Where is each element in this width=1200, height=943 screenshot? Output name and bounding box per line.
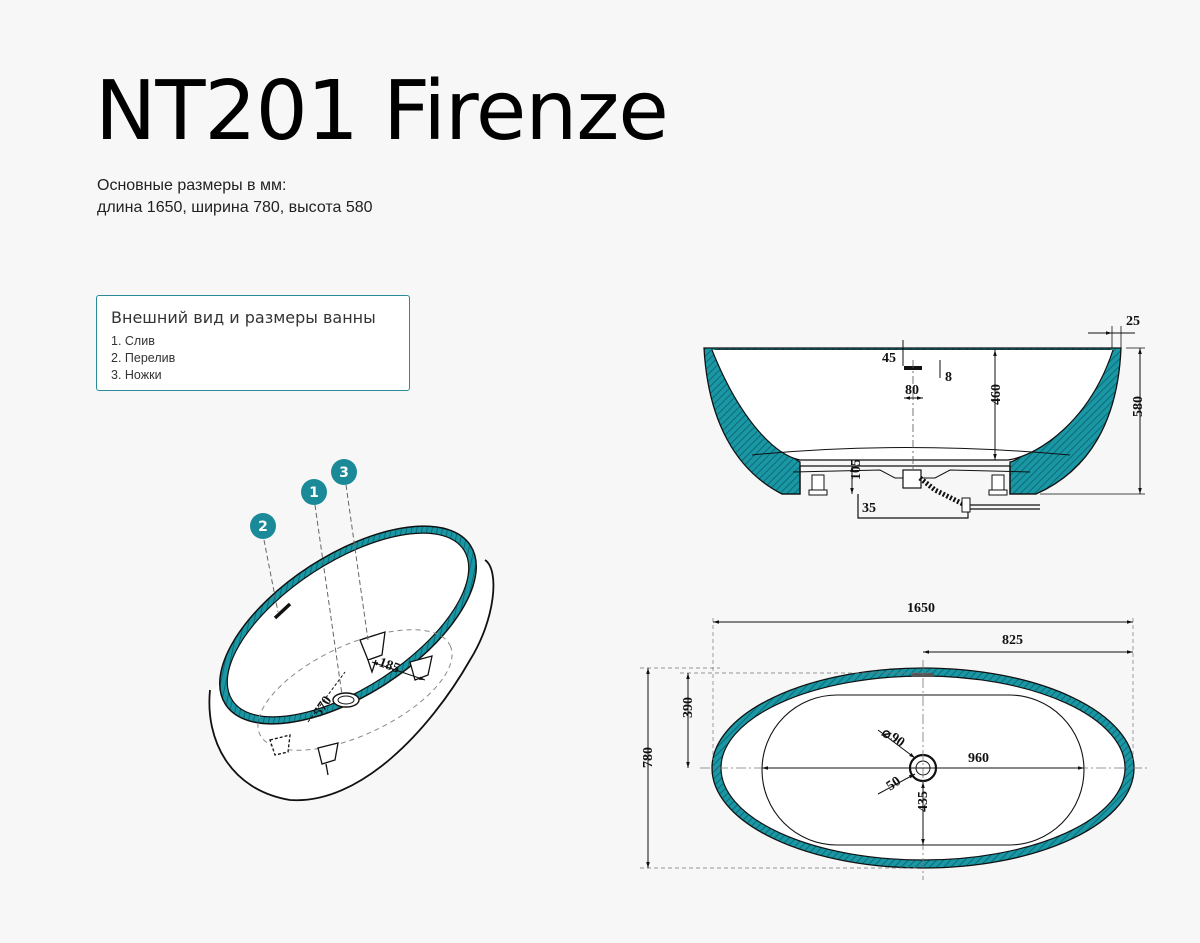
legend-item-overflow: 2. Перелив: [111, 351, 176, 365]
svg-text:2: 2: [258, 519, 268, 535]
dim-half-width-390: 390: [681, 697, 696, 718]
legend-list: 1. Слив 2. Перелив 3. Ножки: [111, 333, 395, 384]
dimensions-summary: Основные размеры в мм: длина 1650, ширин…: [97, 175, 373, 219]
legend-item-legs: 3. Ножки: [111, 368, 162, 382]
tub-floor: [257, 629, 453, 751]
dim-width-780: 780: [641, 747, 656, 768]
page-title: NT201 Firenze: [95, 64, 669, 159]
dim-overflow-80: 80: [905, 383, 919, 398]
top-view: 1650 825 390 780 ⌀ 90 960 50 435: [640, 601, 1150, 880]
dim-floor-half-435: 435: [916, 791, 931, 812]
svg-text:3: 3: [339, 465, 349, 481]
dim-floor-960: 960: [968, 751, 989, 766]
badge-overflow: 2: [250, 513, 276, 539]
dim-height-580: 580: [1131, 396, 1146, 417]
side-section-view: 25 45 8 80 460 580 105 35: [703, 314, 1146, 519]
dimensions-summary-line2: длина 1650, ширина 780, высота 580: [97, 199, 373, 216]
badge-legs: 3: [331, 459, 357, 485]
legend-heading: Внешний вид и размеры ванны: [111, 308, 376, 327]
legend-item-drain: 1. Слив: [111, 334, 155, 348]
legend-box: Внешний вид и размеры ванны 1. Слив 2. П…: [96, 295, 410, 391]
dim-depth-460: 460: [989, 384, 1004, 405]
perspective-view: 185 570 1 2 3: [208, 459, 495, 801]
svg-text:1: 1: [309, 485, 319, 501]
dim-half-length-825: 825: [1002, 633, 1023, 648]
dim-overflow-45: 45: [882, 351, 896, 366]
badge-drain: 1: [301, 479, 327, 505]
dim-base-35: 35: [862, 501, 876, 516]
dim-overflow-8: 8: [945, 370, 952, 385]
drain-icon: [332, 692, 360, 708]
dim-rim-25: 25: [1126, 314, 1140, 329]
dim-perspective-185: 185: [377, 655, 402, 676]
dim-length-1650: 1650: [907, 601, 935, 616]
dim-base-105: 105: [849, 459, 864, 480]
overflow-slot: [273, 602, 292, 620]
dimensions-summary-line1: Основные размеры в мм:: [97, 177, 287, 194]
